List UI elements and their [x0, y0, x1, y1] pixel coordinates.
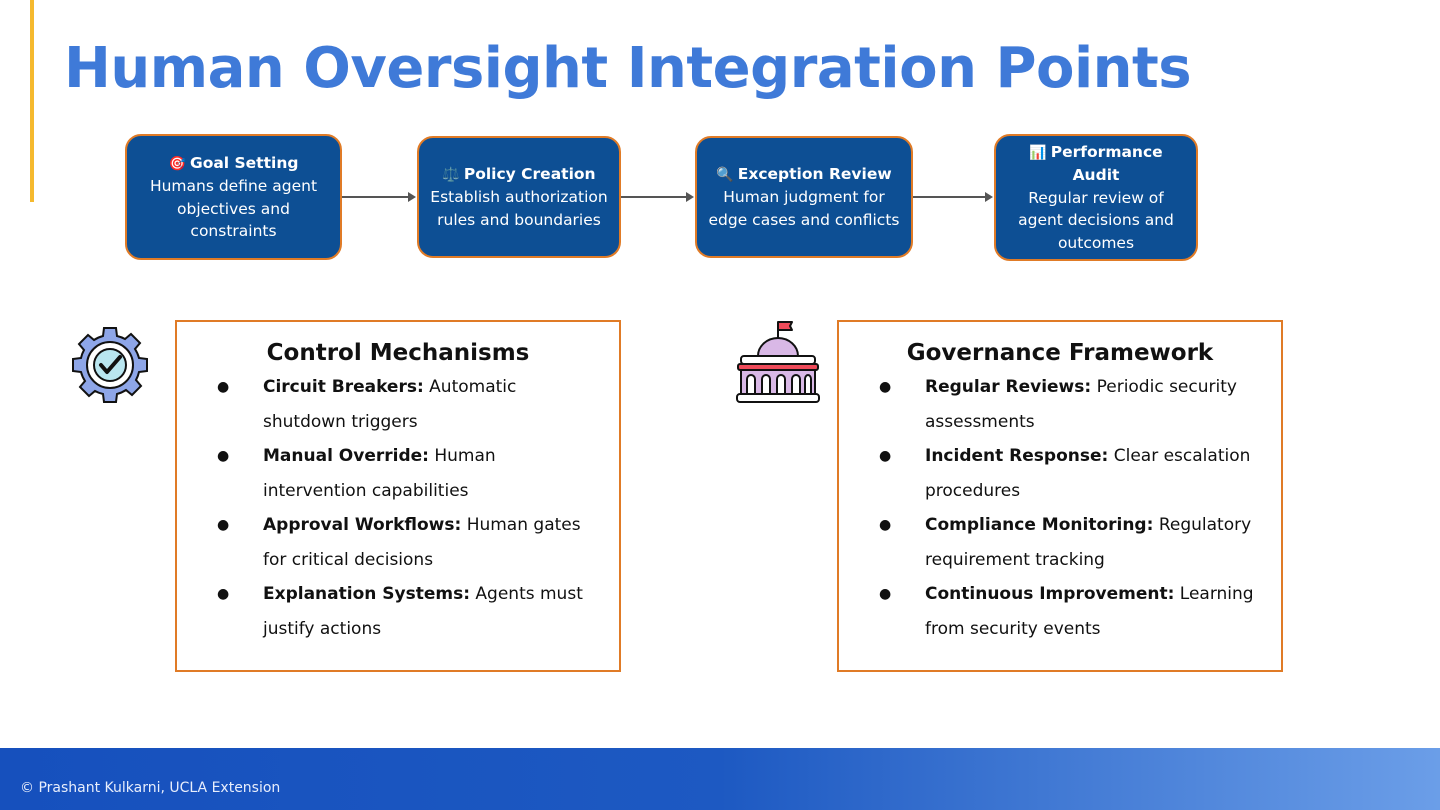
governance-framework-panel: Governance Framework ●Regular Reviews: P…	[837, 320, 1283, 672]
bullet-icon: ●	[217, 448, 230, 464]
flow-step-desc: Establish authorization rules and bounda…	[430, 188, 608, 229]
governance-list: ●Regular Reviews: Periodic security asse…	[839, 370, 1281, 646]
panel-heading: Governance Framework	[906, 340, 1214, 366]
list-item: ●Approval Workflows: Human gates for cri…	[177, 508, 619, 577]
scales-icon: ⚖️	[442, 166, 460, 183]
flow-step-policy-creation: ⚖️Policy Creation Establish authorizatio…	[417, 136, 621, 258]
bullet-icon: ●	[879, 517, 892, 533]
flow-step-title: 🔍Exception Review	[716, 164, 892, 183]
slide-title: Human Oversight Integration Points	[64, 36, 1192, 101]
flow-arrow	[621, 192, 694, 202]
flow-arrow	[913, 192, 993, 202]
control-mechanisms-panel: Control Mechanisms ●Circuit Breakers: Au…	[175, 320, 621, 672]
bar-chart-icon: 📊	[1029, 144, 1047, 161]
bullet-icon: ●	[217, 379, 230, 395]
flow-step-title: 📊Performance Audit	[1029, 142, 1163, 185]
bullet-icon: ●	[879, 379, 892, 395]
flow-step-exception-review: 🔍Exception Review Human judgment for edg…	[695, 136, 913, 258]
target-icon: 🎯	[168, 155, 186, 172]
magnifier-icon: 🔍	[716, 166, 734, 183]
bullet-icon: ●	[879, 448, 892, 464]
flow-step-title: ⚖️Policy Creation	[442, 164, 596, 183]
list-item: ●Manual Override: Human intervention cap…	[177, 439, 619, 508]
flow-step-desc: Humans define agent objectives and const…	[149, 177, 318, 240]
footer-credit: © Prashant Kulkarni, UCLA Extension	[20, 780, 281, 796]
accent-bar	[30, 0, 34, 202]
flow-diagram: 🎯Goal Setting Humans define agent object…	[0, 0, 1440, 300]
bullet-icon: ●	[217, 586, 230, 602]
control-list: ●Circuit Breakers: Automatic shutdown tr…	[177, 370, 619, 646]
list-item: ●Compliance Monitoring: Regulatory requi…	[839, 508, 1281, 577]
footer-bar: © Prashant Kulkarni, UCLA Extension	[0, 748, 1440, 810]
government-building-icon	[735, 318, 821, 406]
gear-check-icon	[70, 325, 150, 405]
flow-step-desc: Regular review of agent decisions and ou…	[1018, 188, 1174, 252]
flow-step-title: 🎯Goal Setting	[168, 153, 299, 172]
bullet-icon: ●	[879, 586, 892, 602]
bullet-icon: ●	[217, 517, 230, 533]
list-item: ●Regular Reviews: Periodic security asse…	[839, 370, 1281, 439]
flow-step-desc: Human judgment for edge cases and confli…	[708, 188, 900, 229]
flow-arrow	[342, 192, 416, 202]
list-item: ●Incident Response: Clear escalation pro…	[839, 439, 1281, 508]
list-item: ●Explanation Systems: Agents must justif…	[177, 577, 619, 646]
panel-heading: Control Mechanisms	[266, 340, 530, 366]
flow-step-goal-setting: 🎯Goal Setting Humans define agent object…	[125, 134, 342, 260]
list-item: ●Circuit Breakers: Automatic shutdown tr…	[177, 370, 619, 439]
list-item: ●Continuous Improvement: Learning from s…	[839, 577, 1281, 646]
flow-step-performance-audit: 📊Performance Audit Regular review of age…	[994, 134, 1198, 261]
